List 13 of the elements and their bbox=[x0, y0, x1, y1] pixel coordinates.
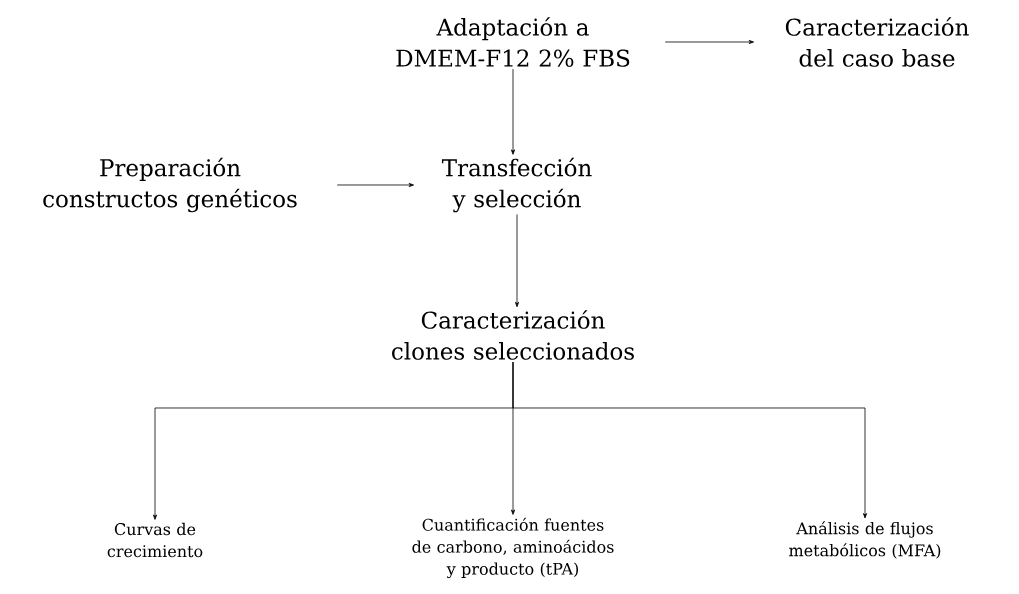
step-text: Preparación constructos genéticos bbox=[43, 157, 297, 213]
result-text: Análisis de flujos metabólicos (MFA) bbox=[789, 521, 941, 559]
arrow bbox=[336, 183, 414, 187]
step-text: Caracterización del caso base bbox=[785, 17, 969, 67]
step-text: Caracterización clones seleccionados bbox=[392, 310, 634, 360]
step-text: Transfección y selección bbox=[441, 157, 592, 213]
step-text: Adaptación a DMEM-F12 2% FBS bbox=[396, 17, 630, 67]
arrow bbox=[515, 214, 519, 308]
result-text: Cuantificación fuentes de carbono, aminoácidos y producto (tPA) bbox=[412, 517, 614, 579]
arrow bbox=[511, 68, 515, 155]
arrow bbox=[664, 40, 754, 44]
arrow bbox=[512, 361, 868, 519]
result-text: Curvas de crecimiento bbox=[107, 522, 203, 558]
